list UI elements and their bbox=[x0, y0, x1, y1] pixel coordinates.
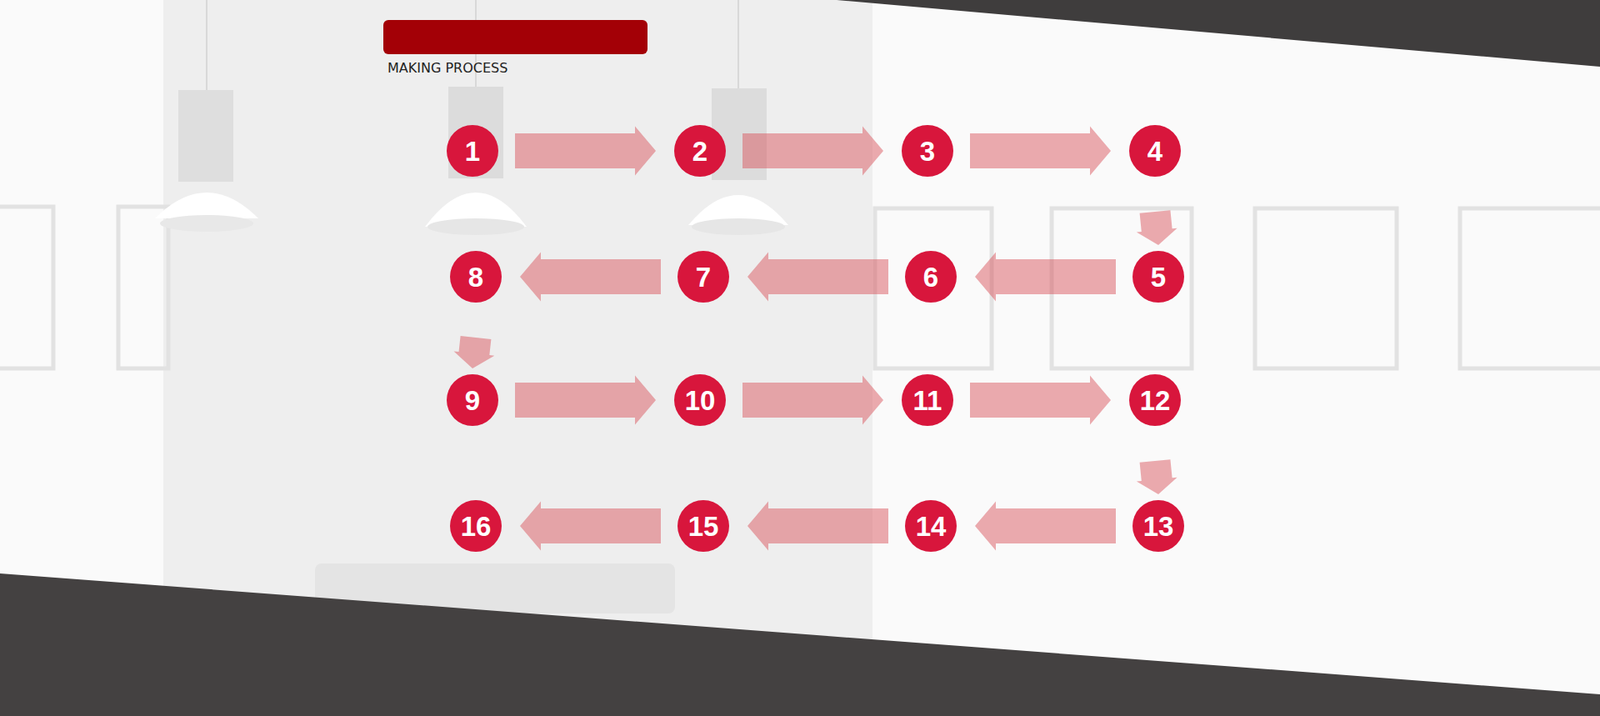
title-bar bbox=[383, 20, 648, 55]
step-number: 6 bbox=[923, 263, 939, 291]
flow-arrow bbox=[975, 501, 1116, 551]
step-circle: 9 bbox=[446, 374, 499, 426]
step-circle: 11 bbox=[901, 374, 954, 426]
step-number: 3 bbox=[920, 137, 935, 165]
step-circle: 10 bbox=[674, 374, 726, 426]
dark-band-bottom bbox=[0, 573, 1600, 716]
step-number: 16 bbox=[460, 512, 492, 540]
step-circle: 3 bbox=[901, 125, 954, 177]
step-number: 9 bbox=[465, 386, 480, 415]
heading: MAKING PROCESS bbox=[387, 60, 508, 76]
flow-arrow bbox=[454, 335, 495, 369]
step-number: 13 bbox=[1143, 512, 1175, 540]
step-circle: 14 bbox=[905, 500, 957, 552]
step-number: 10 bbox=[685, 386, 716, 415]
pendant-lamps bbox=[155, 0, 789, 235]
step-circle: 8 bbox=[450, 250, 502, 303]
step-number: 15 bbox=[688, 512, 720, 540]
flow-arrow bbox=[742, 126, 884, 176]
flow-arrow bbox=[515, 375, 656, 425]
step-circle: 2 bbox=[674, 125, 726, 177]
step-circle: 1 bbox=[446, 125, 499, 177]
step-number: 8 bbox=[468, 263, 484, 291]
step-circle: 5 bbox=[1132, 250, 1185, 303]
step-number: 11 bbox=[913, 386, 943, 415]
light-panel bbox=[163, 0, 873, 650]
flow-arrow bbox=[747, 252, 889, 302]
step-circle: 7 bbox=[677, 250, 730, 303]
flow-arrow bbox=[975, 252, 1116, 302]
step-circle: 6 bbox=[905, 250, 957, 303]
flow-arrow bbox=[1136, 459, 1178, 495]
flow-arrow bbox=[742, 375, 884, 425]
step-number: 4 bbox=[1147, 137, 1163, 165]
flow-arrow bbox=[970, 375, 1111, 425]
step-circle: 4 bbox=[1129, 125, 1181, 177]
step-circle: 12 bbox=[1129, 374, 1181, 426]
step-number: 12 bbox=[1140, 386, 1171, 415]
step-number: 1 bbox=[465, 137, 480, 165]
flow-arrow bbox=[515, 126, 656, 176]
flow-arrow bbox=[520, 252, 661, 302]
flow-arrow bbox=[747, 501, 889, 551]
step-number: 14 bbox=[915, 512, 947, 540]
step-circle: 13 bbox=[1132, 500, 1185, 552]
flow-arrow bbox=[970, 126, 1111, 176]
dark-band-top bbox=[836, 0, 1600, 67]
flow-arrow bbox=[520, 501, 661, 551]
step-number: 5 bbox=[1150, 263, 1166, 291]
step-number: 2 bbox=[692, 137, 708, 165]
step-circle: 16 bbox=[450, 500, 502, 552]
flow-arrow bbox=[1136, 210, 1178, 245]
step-number: 7 bbox=[695, 263, 711, 291]
picture-frames bbox=[0, 206, 1600, 369]
step-circle: 15 bbox=[677, 500, 730, 552]
